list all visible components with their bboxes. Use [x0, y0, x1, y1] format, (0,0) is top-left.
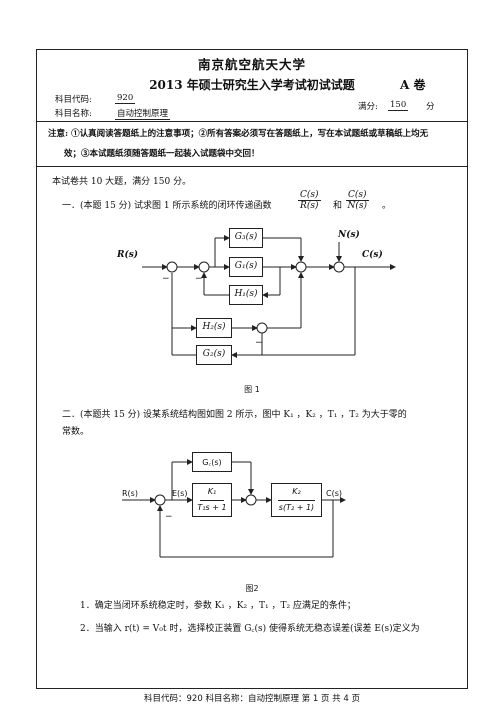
exam-frame — [36, 49, 468, 689]
page-footer: 科目代码：920 科目名称：自动控制原理 第 1 页 共 4 页 — [144, 694, 360, 704]
q1-fraction-c-over-r: C(s) R(s) — [298, 190, 321, 211]
header-divider — [36, 121, 468, 122]
q1-fraction-c-over-n: C(s) N(s) — [346, 190, 369, 211]
fig2-minus: − — [165, 512, 173, 522]
figure-2-caption: 图2 — [245, 584, 259, 593]
fig1-minus-1: − — [162, 274, 170, 284]
question-1-text: 一．(本题 15 分) 试求图 1 所示系统的闭环传递函数 — [62, 201, 272, 211]
block-h1: H₁(s) — [229, 285, 263, 305]
block-g3: G₃(s) — [229, 228, 263, 248]
subject-code-value: 920 — [115, 93, 136, 104]
score-unit: 分 — [426, 102, 435, 112]
question-2-subquestion-2: 2．当输入 r(t) = V₀t 时，选择校正装置 G꜀(s) 使得系统无稳态误… — [80, 624, 420, 634]
block-k2: K₂ s(T₂ + 1) — [271, 483, 322, 517]
notice-line-2: 效；③本试题纸须随答题纸一起装入试题袋中交回！ — [64, 149, 260, 159]
question-2-subquestion-1: 1．确定当闭环系统稳定时，参数 K₁ ，K₂ ，T₁ ，T₂ 应满足的条件； — [80, 601, 356, 611]
subject-name-label: 科目名称: — [55, 109, 92, 119]
fig2-output-label: C(s) — [326, 489, 342, 498]
block-g1: G₁(s) — [229, 257, 263, 277]
fig2-error-label: E(s) — [172, 489, 188, 498]
q1-and: 和 — [333, 201, 343, 211]
exam-intro: 本试卷共 10 大题，满分 150 分。 — [52, 177, 192, 187]
notice-divider — [36, 166, 468, 167]
exam-title: 2013 年硕士研究生入学考试初试试题 — [149, 78, 355, 92]
paper-version: A 卷 — [400, 78, 426, 92]
fig2-summing-junction-1 — [154, 494, 166, 506]
block-gc: G꜀(s) — [192, 452, 232, 472]
question-2-text-line-2: 常数。 — [62, 427, 90, 437]
subject-name-value: 自动控制原理 — [115, 109, 171, 120]
fig1-minus-2: − — [195, 274, 203, 284]
block-k1: K₁ T₁s + 1 — [192, 483, 232, 517]
fig1-disturbance-label: N(s) — [338, 230, 360, 240]
question-2-text-line-1: 二．(本题共 15 分) 设某系统结构图如图 2 所示，图中 K₁ ，K₂ ，T… — [62, 410, 407, 420]
fig2-input-label: R(s) — [122, 489, 138, 498]
block-g2: G₂(s) — [196, 345, 232, 365]
fig1-output-label: C(s) — [362, 250, 383, 260]
q1-end: 。 — [382, 201, 392, 211]
figure-1-caption: 图 1 — [244, 385, 260, 394]
fig1-input-label: R(s) — [117, 250, 139, 260]
fig1-minus-3: − — [255, 338, 263, 348]
subject-code-label: 科目代码: — [55, 95, 92, 105]
fig2-summing-junction-2 — [245, 494, 257, 506]
score-value: 150 — [388, 100, 409, 111]
block-h2: H₂(s) — [196, 318, 232, 338]
score-label: 满分: — [358, 102, 378, 112]
university-name: 南京航空航天大学 — [197, 57, 306, 72]
notice-line-1: 注意: ①认真阅读答题纸上的注意事项；②所有答案必须写在答题纸上，写在本试题纸或… — [48, 129, 429, 139]
